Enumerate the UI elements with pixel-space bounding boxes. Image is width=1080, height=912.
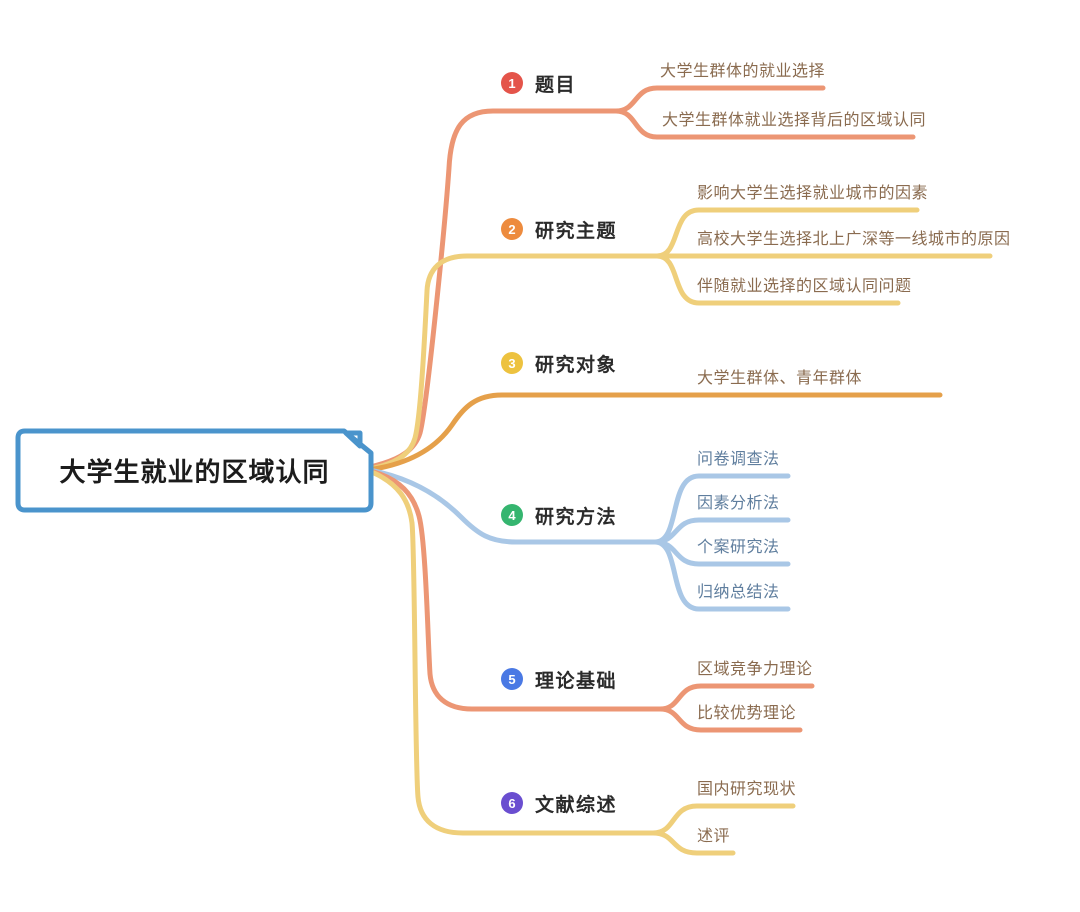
branch-4-label: 研究方法 (535, 506, 618, 528)
branch-6-line (371, 470, 656, 836)
branch-2-topic[interactable]: 2 研究主题 (501, 218, 618, 242)
branch-6-label: 文献综述 (535, 794, 618, 816)
branch-2-line (371, 253, 660, 471)
branch-5-topic[interactable]: 5 理论基础 (501, 668, 618, 692)
branch-1-child-2[interactable]: 大学生群体就业选择背后的区域认同 (662, 112, 927, 129)
branch-4-topic[interactable]: 4 研究方法 (501, 504, 618, 528)
branch-4-child-4[interactable]: 归纳总结法 (697, 584, 780, 601)
branch-4-child-1[interactable]: 问卷调查法 (697, 451, 780, 468)
branch-1-label: 题目 (535, 74, 577, 96)
branch-1-topic[interactable]: 1 题目 (501, 72, 577, 96)
branch-6-child-2[interactable]: 述评 (697, 828, 731, 845)
branch-5-line (371, 469, 663, 712)
branch-3-line (371, 392, 943, 472)
branch-1-child-1[interactable]: 大学生群体的就业选择 (660, 63, 826, 80)
branch-4-child-4-line (652, 539, 791, 612)
root-node-box[interactable] (15, 428, 374, 513)
branch-6-child-1[interactable]: 国内研究现状 (697, 781, 797, 798)
branch-1-child-2-line (613, 108, 916, 140)
branch-2-child-3[interactable]: 伴随就业选择的区域认同问题 (697, 278, 912, 295)
branch-6-topic[interactable]: 6 文献综述 (501, 792, 618, 816)
branch-6-child-2-line (650, 830, 736, 856)
branch-2-label: 研究主题 (535, 220, 618, 242)
branch-4-child-2[interactable]: 因素分析法 (697, 495, 780, 512)
branch-3-child-1[interactable]: 大学生群体、青年群体 (697, 370, 863, 387)
branch-1-child-1-line (613, 85, 826, 114)
root-node-label: 大学生就业的区域认同 (59, 457, 330, 487)
branch-5-child-1[interactable]: 区域竞争力理论 (697, 661, 813, 678)
branch-4-line (371, 468, 658, 545)
root-node[interactable]: 大学生就业的区域认同 (18, 431, 371, 510)
branch-6-number-badge: 6 (501, 792, 523, 814)
branch-3-topic[interactable]: 3 研究对象 (501, 352, 618, 376)
branch-5-child-2-line (657, 706, 803, 733)
branch-4-child-3[interactable]: 个案研究法 (697, 539, 780, 556)
branch-5-child-2[interactable]: 比较优势理论 (697, 705, 797, 722)
branch-3-number-badge: 3 (501, 352, 523, 374)
branch-4-number-badge: 4 (501, 504, 523, 526)
branch-5-number-badge: 5 (501, 668, 523, 690)
branch-2-number-badge: 2 (501, 218, 523, 240)
branch-2-child-1[interactable]: 影响大学生选择就业城市的因素 (697, 185, 929, 202)
branch-1-line (371, 108, 619, 469)
branch-2-child-2[interactable]: 高校大学生选择北上广深等一线城市的原因 (697, 231, 1011, 248)
root-node-fold-icon (343, 430, 363, 449)
branch-3-label: 研究对象 (535, 354, 618, 376)
branch-2-child-3-line (654, 253, 901, 306)
branch-1-number-badge: 1 (501, 72, 523, 94)
branch-5-label: 理论基础 (535, 670, 618, 692)
